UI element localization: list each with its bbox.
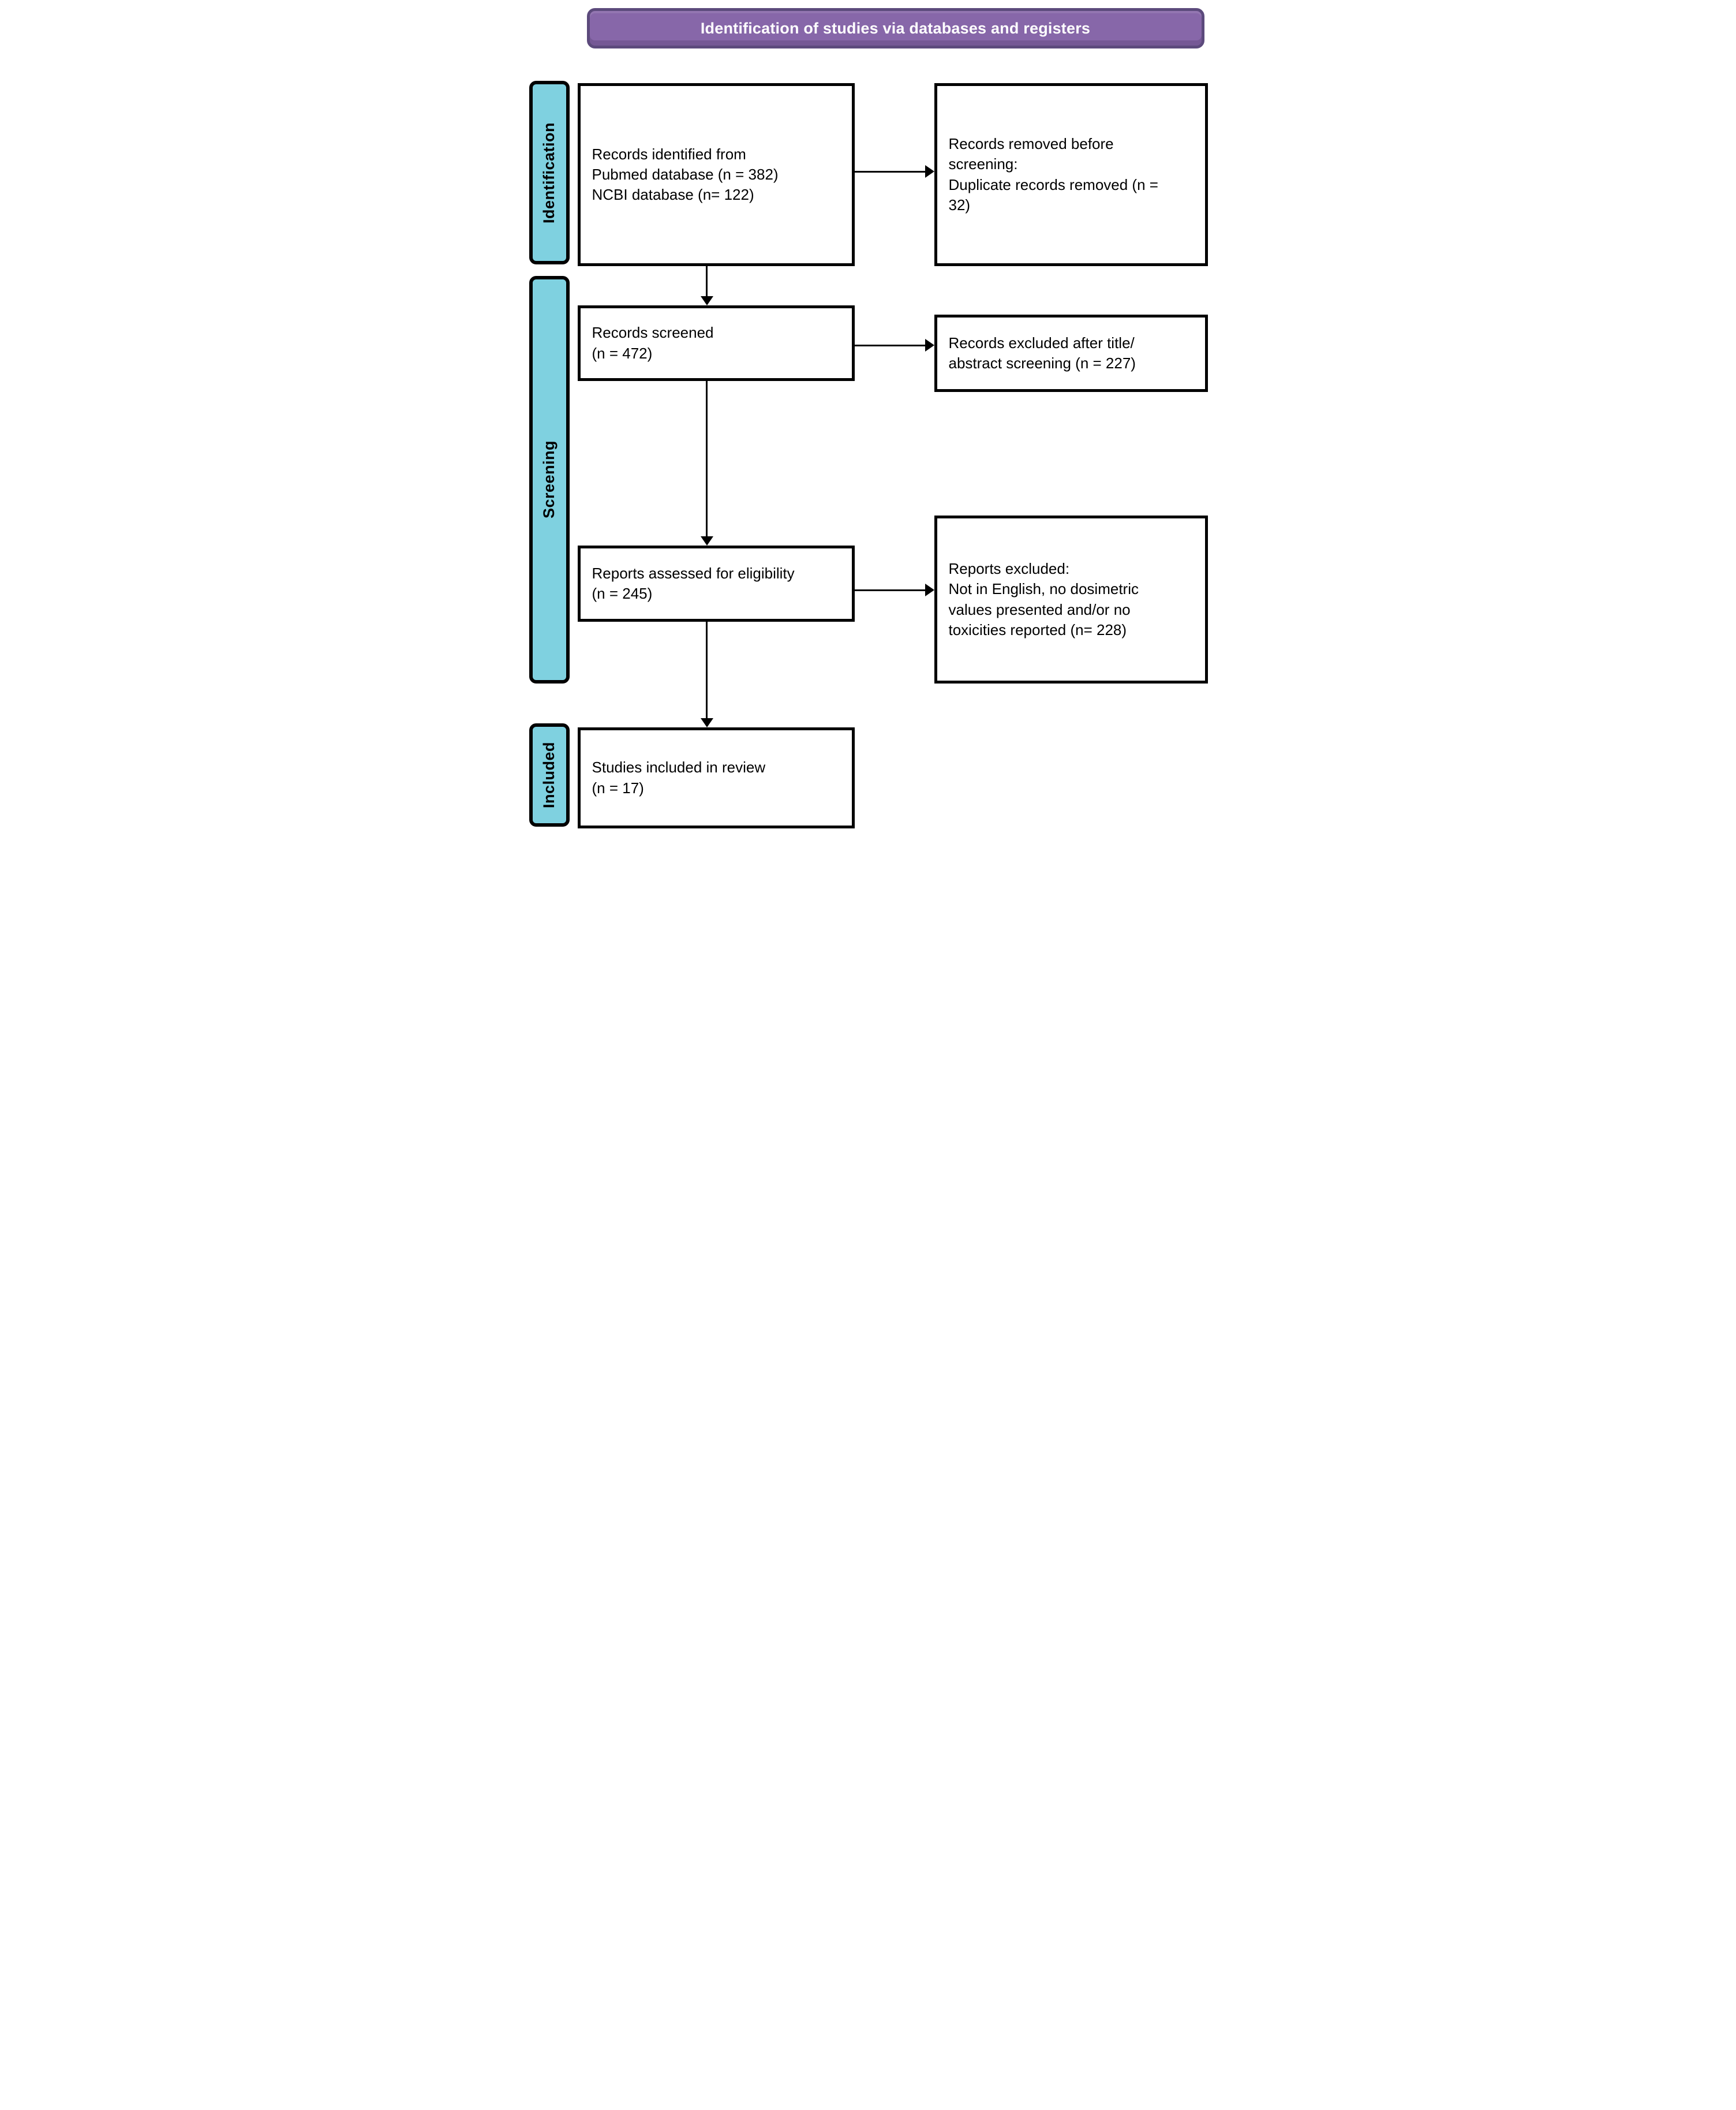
stage-screening: Screening xyxy=(529,276,570,684)
arrow-assessed-to-included-head xyxy=(700,718,713,727)
box-records-identified-text: Records identified from Pubmed database … xyxy=(592,145,779,204)
arrow-identified-to-screened-head xyxy=(700,296,713,305)
arrow-screened-to-assessed-head xyxy=(700,536,713,546)
header-title: Identification of studies via databases … xyxy=(700,19,1091,37)
stage-identification: Identification xyxy=(529,81,570,264)
header-banner: Identification of studies via databases … xyxy=(586,8,1204,48)
arrow-identified-to-removed-shaft xyxy=(854,171,925,173)
stage-included-label: Included xyxy=(540,741,558,808)
box-reports-excluded: Reports excluded: Not in English, no dos… xyxy=(934,516,1208,684)
arrow-assessed-to-excluded-shaft xyxy=(854,589,925,591)
stage-identification-label: Identification xyxy=(540,122,558,223)
box-studies-included: Studies included in review (n = 17) xyxy=(577,727,855,828)
prisma-flow-diagram: Identification of studies via databases … xyxy=(521,0,1215,844)
box-records-identified: Records identified from Pubmed database … xyxy=(577,83,855,266)
box-records-excluded-title-abstract-text: Records excluded after title/ abstract s… xyxy=(948,334,1136,372)
stage-screening-label: Screening xyxy=(540,440,558,519)
arrow-assessed-to-included-shaft xyxy=(705,622,708,719)
arrow-screened-to-excluded-shaft xyxy=(854,345,925,346)
box-records-excluded-title-abstract: Records excluded after title/ abstract s… xyxy=(934,315,1208,392)
box-studies-included-text: Studies included in review (n = 17) xyxy=(592,759,766,797)
arrow-identified-to-screened-shaft xyxy=(705,266,708,297)
box-reports-assessed-text: Reports assessed for eligibility (n = 24… xyxy=(592,564,795,602)
arrow-screened-to-assessed-shaft xyxy=(705,381,708,537)
box-reports-excluded-text: Reports excluded: Not in English, no dos… xyxy=(948,560,1139,638)
arrow-identified-to-removed-head xyxy=(925,165,934,178)
stage-included: Included xyxy=(529,723,570,827)
box-records-removed: Records removed before screening: Duplic… xyxy=(934,83,1208,266)
arrow-assessed-to-excluded-head xyxy=(925,584,934,596)
box-reports-assessed: Reports assessed for eligibility (n = 24… xyxy=(577,546,855,622)
box-records-screened-text: Records screened (n = 472) xyxy=(592,324,714,362)
box-records-removed-text: Records removed before screening: Duplic… xyxy=(948,135,1158,214)
box-records-screened: Records screened (n = 472) xyxy=(577,305,855,381)
arrow-screened-to-excluded-head xyxy=(925,339,934,352)
